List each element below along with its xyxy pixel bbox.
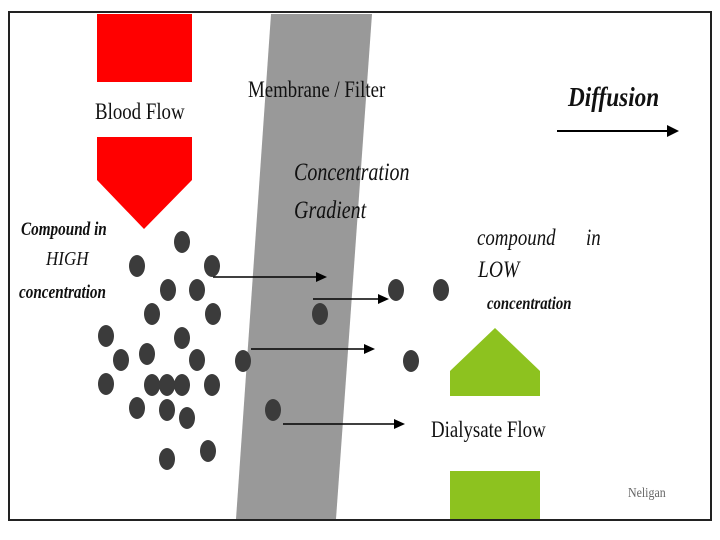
particle	[189, 279, 205, 301]
particle	[388, 279, 404, 301]
particle	[189, 349, 205, 371]
particle	[235, 350, 251, 372]
blood-flow-arrowhead	[97, 137, 192, 229]
blood-flow-label: Blood Flow	[95, 99, 185, 124]
particle	[174, 231, 190, 253]
solute-particles	[98, 231, 449, 470]
credit-label: Neligan	[628, 486, 666, 501]
low-label-line3: concentration	[487, 293, 572, 313]
particle	[159, 399, 175, 421]
particle	[205, 303, 221, 325]
low-label-line2: LOW	[478, 257, 520, 282]
particle	[98, 373, 114, 395]
particle	[433, 279, 449, 301]
gradient-arrows	[213, 272, 405, 429]
particle	[174, 374, 190, 396]
diffusion-label: Diffusion	[568, 82, 660, 112]
particle	[98, 325, 114, 347]
high-label-line1: Compound in	[21, 219, 107, 240]
diffusion-arrowhead	[667, 125, 679, 137]
particle	[159, 374, 175, 396]
particle	[403, 350, 419, 372]
dialysate-flow-label: Dialysate Flow	[431, 417, 546, 442]
particle	[204, 374, 220, 396]
particle	[160, 279, 176, 301]
particle	[204, 255, 220, 277]
particle	[200, 440, 216, 462]
gradient-arrowhead-3	[364, 344, 375, 354]
low-label-line1: compound	[477, 225, 556, 250]
gradient-arrowhead-4	[394, 419, 405, 429]
particle	[144, 303, 160, 325]
dialysate-flow-arrow-bottom	[450, 471, 540, 519]
low-label-line1b: in	[586, 225, 601, 250]
particle	[179, 407, 195, 429]
particle	[113, 349, 129, 371]
membrane-band	[236, 14, 372, 519]
particle	[174, 327, 190, 349]
particle	[129, 397, 145, 419]
particle	[265, 399, 281, 421]
particle	[139, 343, 155, 365]
gradient-arrowhead-2	[378, 294, 389, 304]
membrane-label: Membrane / Filter	[248, 77, 386, 102]
particle	[159, 448, 175, 470]
gradient-arrowhead-1	[316, 272, 327, 282]
particle	[312, 303, 328, 325]
blood-flow-arrow-top	[97, 14, 192, 82]
gradient-label-line1: Concentration	[294, 159, 410, 186]
dialysate-flow-arrowhead	[450, 328, 540, 396]
high-label-line3: concentration	[19, 282, 106, 303]
particle	[144, 374, 160, 396]
particle	[129, 255, 145, 277]
gradient-label-line2: Gradient	[294, 197, 367, 224]
high-label-line2: HIGH	[46, 248, 89, 270]
